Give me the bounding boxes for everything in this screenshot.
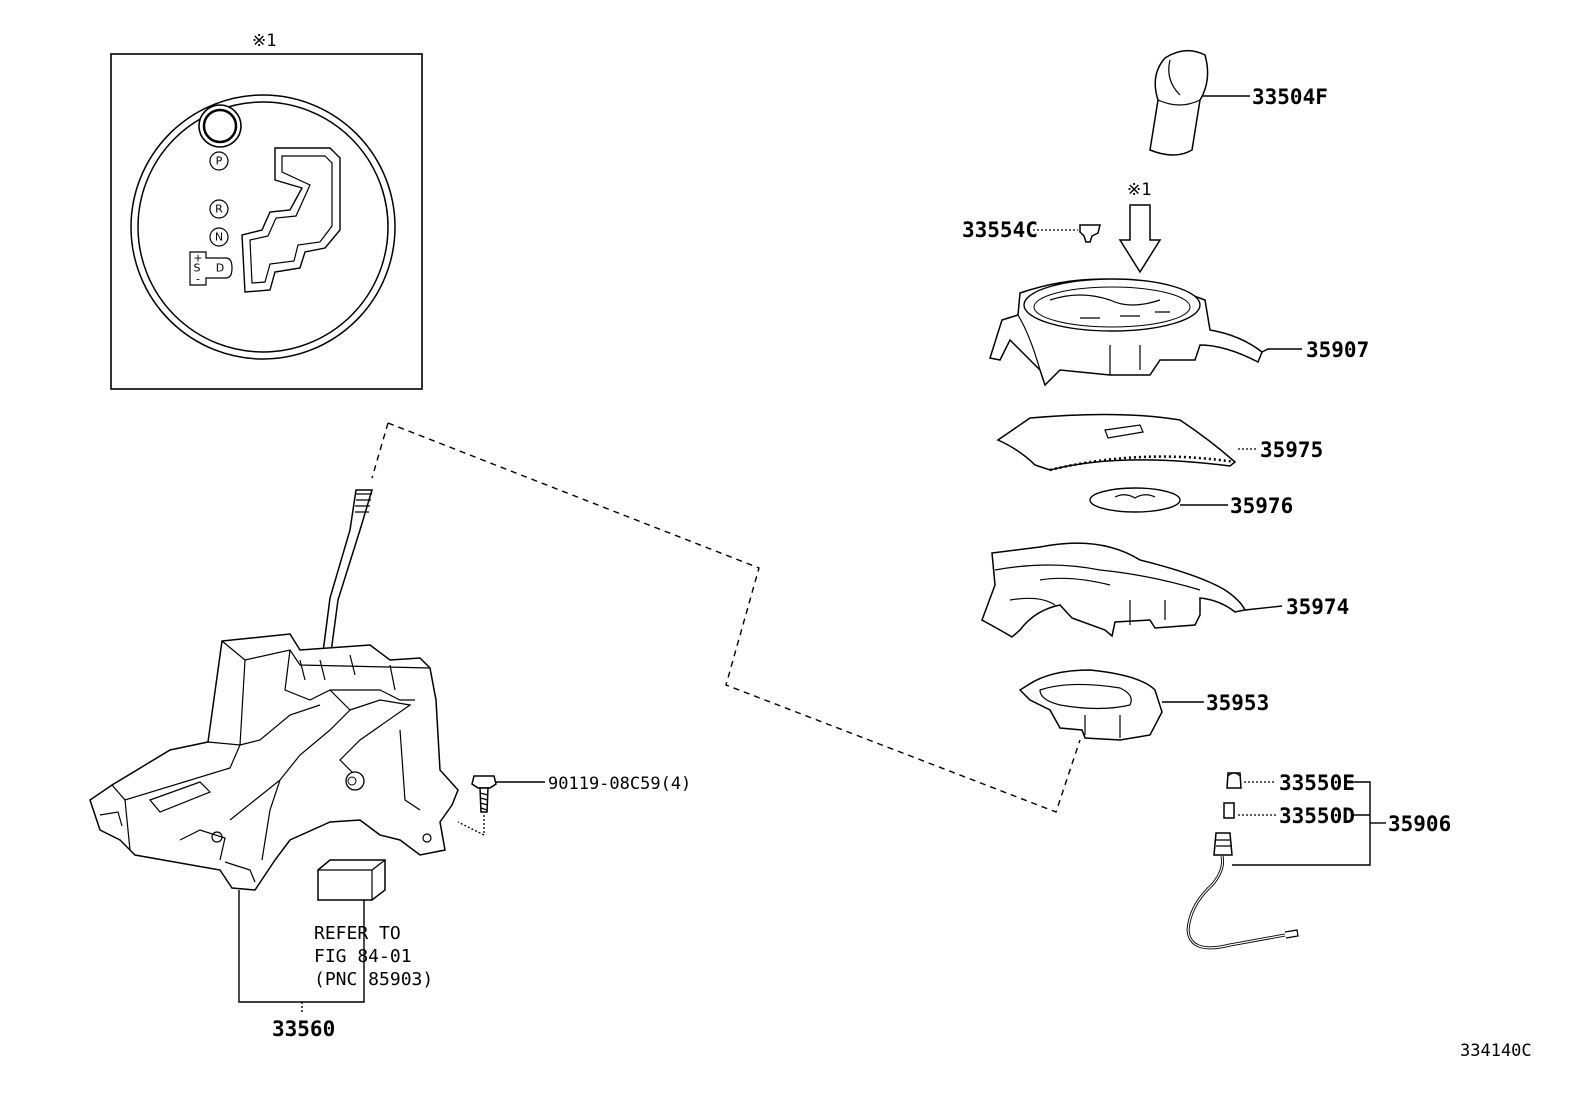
- figure-number: 334140C: [1460, 1041, 1532, 1061]
- gate-letter-plus: +: [193, 252, 202, 265]
- arrow-mark-label: ※1: [1127, 180, 1151, 200]
- gate-letter-minus: -: [196, 273, 200, 286]
- part-label-33550d: 33550D: [1279, 804, 1355, 828]
- bulb-33550e: 33550E: [1226, 771, 1355, 795]
- gate-letter-s: S: [194, 262, 201, 275]
- part-label-35976: 35976: [1230, 494, 1293, 518]
- lower-frame-35953: 35953: [1018, 669, 1269, 741]
- socket-wire: [1186, 832, 1299, 950]
- bolt-90119-08c59: 90119-08C59(4): [457, 774, 691, 837]
- bulb-and-wire-assy: 33550E 33550D 35906: [1186, 771, 1451, 950]
- part-label-35974: 35974: [1286, 595, 1349, 619]
- gate-position-r: R: [209, 199, 229, 219]
- gate-letter-r: R: [215, 203, 223, 216]
- exploded-view-projection-line: [387, 422, 1081, 813]
- gate-letter-p: P: [216, 155, 223, 168]
- part-label-35975: 35975: [1260, 438, 1323, 462]
- projection-line-left: [371, 422, 389, 479]
- shift-knob-33504f: 33504F: [1149, 49, 1328, 156]
- gate-position-n: N: [209, 227, 229, 247]
- bulb-33550d: 33550D: [1223, 802, 1355, 828]
- part-label-33550e: 33550E: [1279, 771, 1355, 795]
- part-label-35906: 35906: [1388, 812, 1451, 836]
- part-label-33504f: 33504F: [1252, 85, 1328, 109]
- inset-mark-label: ※1: [252, 31, 276, 51]
- shift-lock-release-button: [198, 104, 242, 148]
- part-label-33554c: 33554C: [962, 218, 1038, 242]
- shift-lock-release-button-rim: [202, 108, 238, 144]
- gate-slot-outer: [241, 147, 341, 293]
- gate-letter-n: N: [215, 231, 223, 244]
- indicator-cover-35976: 35976: [1089, 487, 1293, 518]
- gate-plate-inner-ring: [137, 101, 389, 353]
- part-label-35953: 35953: [1206, 691, 1269, 715]
- plug-33554c: 33554C: [962, 218, 1101, 243]
- gate-slot-inner: [249, 155, 333, 284]
- shift-lever-assy-33560: 33560: [89, 489, 459, 1041]
- part-label-90119-08c59: 90119-08C59(4): [548, 774, 691, 794]
- reference-note-line-1: REFER TO: [314, 923, 401, 944]
- shift-gate-inset: ※1 P R N + S - D: [110, 31, 423, 390]
- gate-position-sd: + S - D: [189, 251, 233, 286]
- indicator-35974: 35974: [981, 542, 1349, 638]
- part-label-35907: 35907: [1306, 338, 1369, 362]
- gate-letter-d: D: [216, 262, 224, 275]
- control-module-reference: REFER TO FIG 84-01 (PNC 85903): [314, 859, 433, 990]
- reference-note-line-2: FIG 84-01: [314, 946, 412, 967]
- mark-arrow: ※1: [1118, 180, 1162, 274]
- position-indicator-housing-35907: 35907: [989, 278, 1369, 387]
- wire-assy-bracket: 35906: [1232, 781, 1451, 866]
- part-label-33560: 33560: [272, 1017, 335, 1041]
- gate-position-p: P: [209, 151, 229, 171]
- indicator-plate-35975: 35975: [996, 413, 1323, 472]
- reference-note-line-3: (PNC 85903): [314, 969, 433, 990]
